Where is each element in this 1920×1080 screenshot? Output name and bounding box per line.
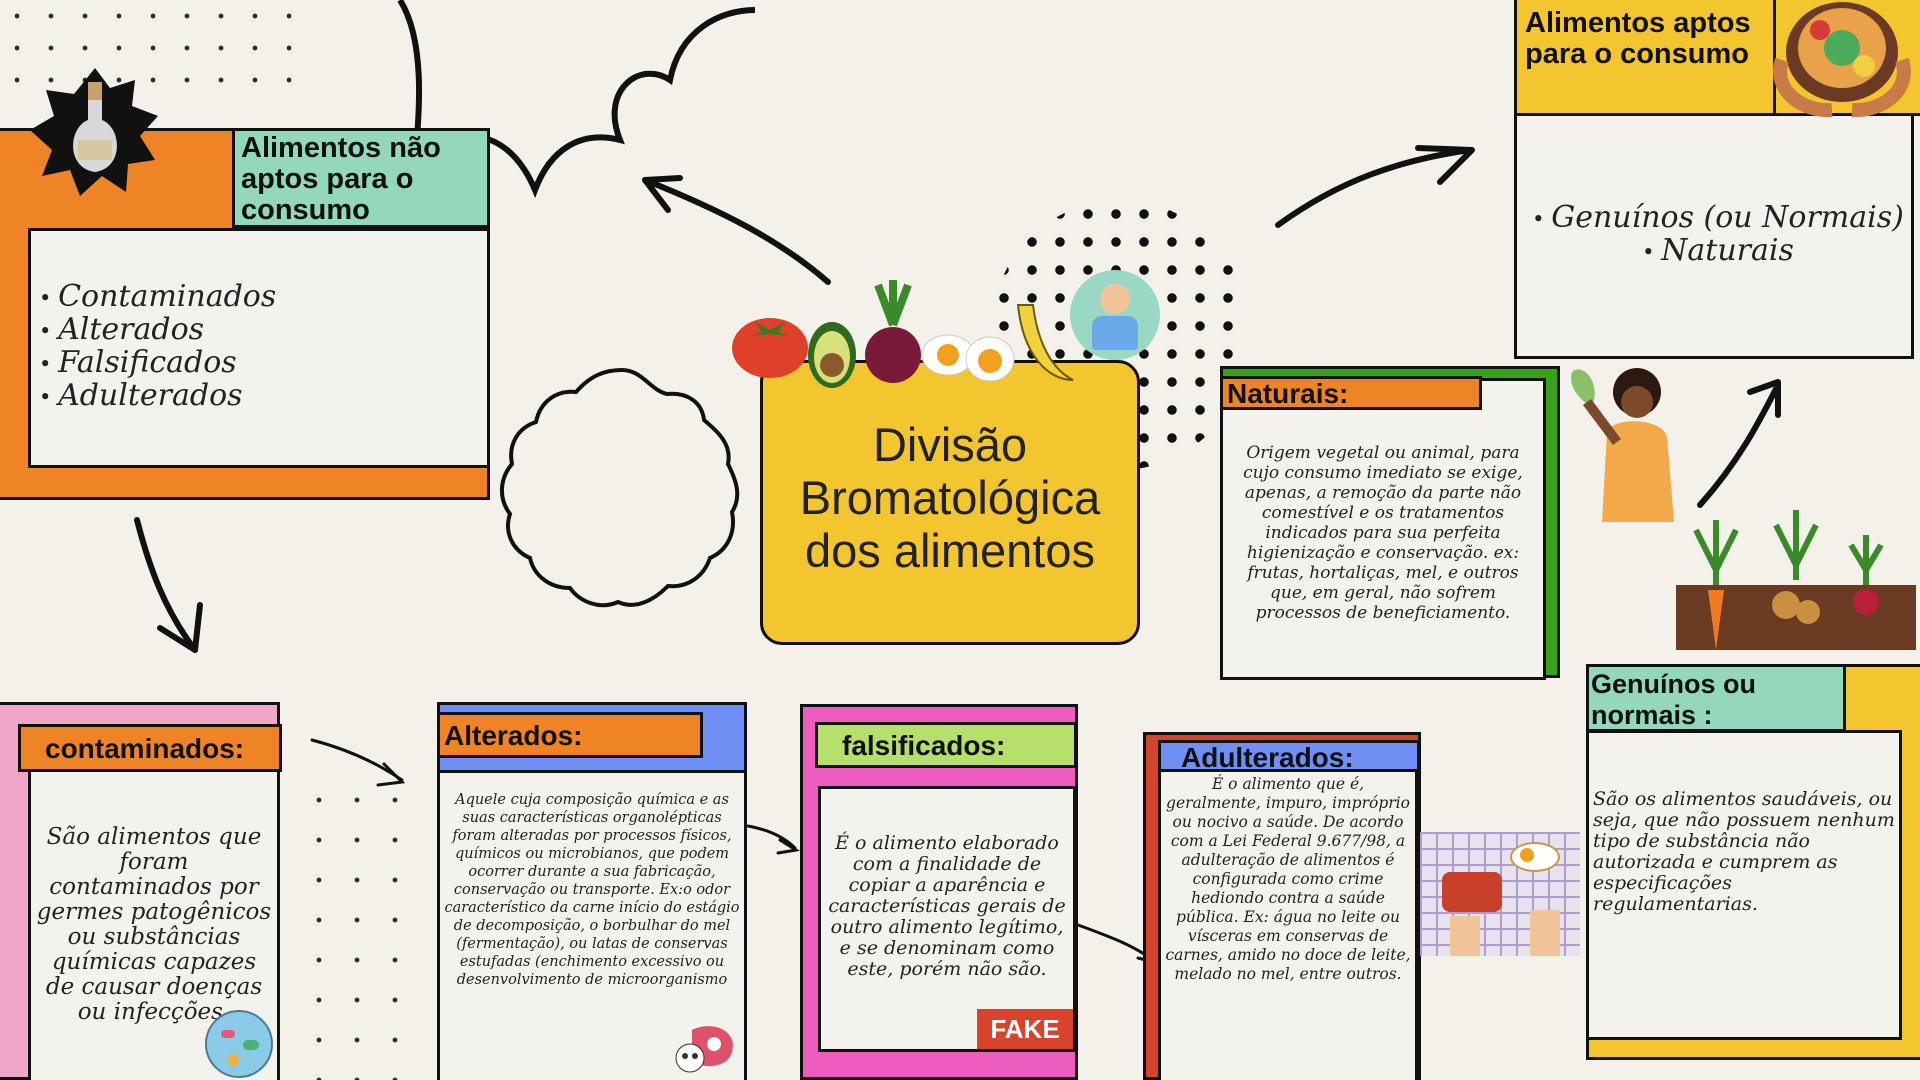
fake-stamp-text: FAKE [990,1014,1060,1044]
genuinos-header: Genuínos ou normais : [1586,664,1846,732]
contaminados-header-text: contaminados: [45,733,245,764]
contaminados-header: contaminados: [18,724,282,772]
not-fit-list-card: Contaminados Alterados Falsificados Adul… [28,228,490,468]
not-fit-item: Contaminados [39,281,487,314]
fit-list-card: Genuínos (ou Normais) Naturais [1514,113,1914,359]
contaminados-text: São alimentos que foram contaminados por… [36,824,272,1025]
food-illustrations [730,270,1160,390]
alterados-header-text: Alterados: [444,720,583,751]
fit-item: Naturais [1525,235,1911,268]
spoiled-meat-skull-icon [672,1020,738,1078]
adulterados-card: É o alimento que é, geralmente, impuro, … [1158,768,1418,1080]
naturais-header: Naturais: [1220,376,1482,410]
genuinos-text: São os alimentos saudáveis, ou seja, que… [1593,788,1895,915]
adulterados-header: Adulterados: [1158,740,1420,773]
person-holding-vegetable-icon [1562,362,1692,522]
avocado-icon [808,322,856,388]
fit-item: Genuínos (ou Normais) [1525,202,1911,235]
child-eating-icon [1070,270,1160,360]
alterados-text: Aquele cuja composição química e as suas… [444,792,740,988]
vegetables-in-soil-icon [1676,510,1916,650]
falsificados-card: É o alimento elaborado com a finalidade … [818,786,1076,1052]
poison-bottle-icon [30,68,160,198]
egg-icon [921,334,1015,382]
genuinos-header-text: Genuínos ou normais : [1591,669,1756,730]
adulterados-header-text: Adulterados: [1181,742,1354,773]
alterados-card: Aquele cuja composição química e as suas… [437,770,747,1080]
banana-icon [1016,304,1074,381]
decorative-dot-pattern-bottom [300,780,420,1080]
page-title: Divisão Bromatológica dos alimentos [799,418,1101,577]
falsificados-header-text: falsificados: [842,730,1006,761]
not-fit-header-text: Alimentos não aptos para o consumo [241,132,441,226]
alterados-header: Alterados: [437,712,703,758]
naturais-text: Origem vegetal ou animal, para cujo cons… [1243,443,1523,623]
genuinos-card: São os alimentos saudáveis, ou seja, que… [1586,730,1902,1040]
falsificados-header: falsificados: [815,722,1077,768]
wavy-circle-decoration [500,367,740,608]
title-card: Divisão Bromatológica dos alimentos [760,360,1140,645]
falsificados-text: É o alimento elaborado com a finalidade … [828,832,1066,980]
decorative-dot-pattern-top [0,0,310,100]
naturais-header-text: Naturais: [1227,378,1349,409]
tomato-icon [732,318,808,378]
not-fit-item: Falsificados [39,347,487,380]
not-fit-item: Adulterados [39,380,487,413]
food-preparation-icon [1420,832,1580,956]
not-fit-item: Alterados [39,314,487,347]
bacteria-petri-dish-icon [205,1010,273,1078]
fake-stamp: FAKE [977,1009,1073,1049]
fit-header-text: Alimentos aptos para o consumo [1525,7,1751,70]
fit-header: Alimentos aptos para o consumo [1514,0,1776,116]
beet-icon [865,280,921,383]
naturais-card: Origem vegetal ou animal, para cujo cons… [1220,378,1546,680]
not-fit-header: Alimentos não aptos para o consumo [232,128,490,228]
salad-bowl-icon [1772,0,1912,118]
adulterados-text: É o alimento que é, geralmente, impuro, … [1165,775,1411,983]
